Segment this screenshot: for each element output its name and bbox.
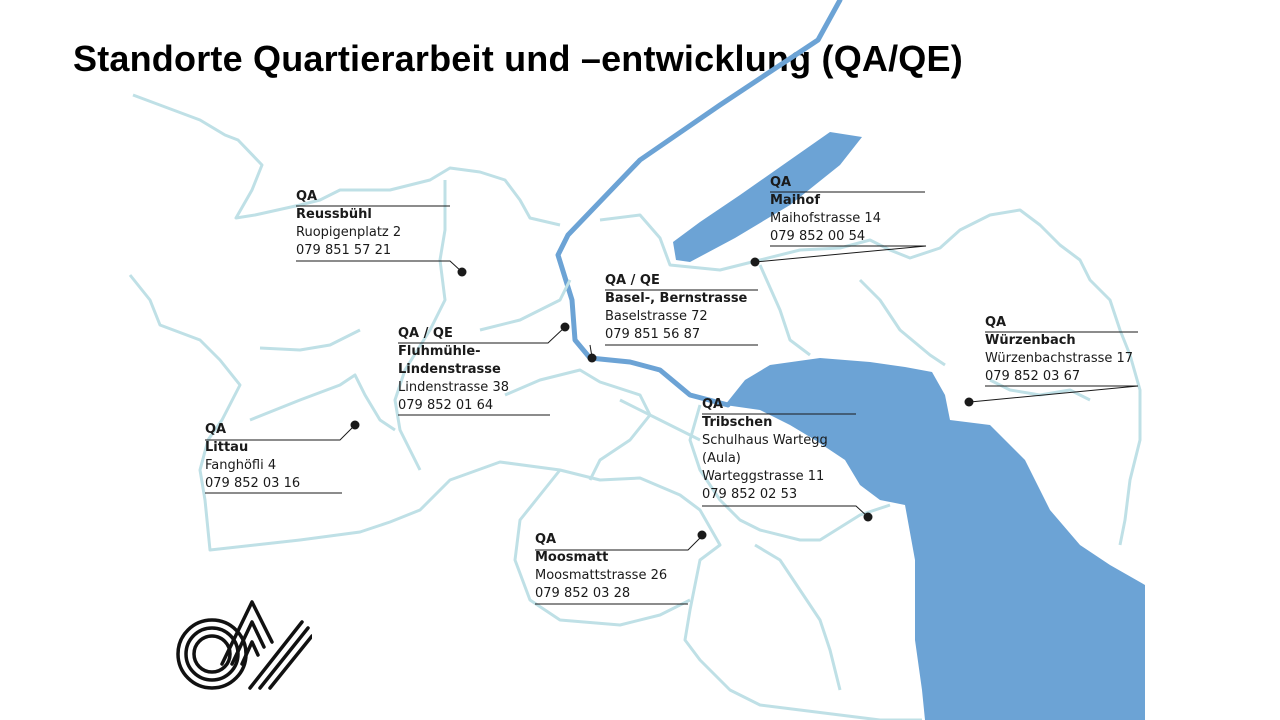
location-marker-moosmatt[interactable] — [697, 530, 707, 540]
location-marker-reussbuehl[interactable] — [457, 267, 467, 277]
leader-lines — [205, 191, 1139, 605]
location-label-wuerzenbach: QA Würzenbach Würzenbachstrasse 17 079 8… — [985, 315, 1134, 384]
location-marker-maihof[interactable] — [750, 257, 760, 267]
location-marker-basel-bernstrasse[interactable] — [587, 353, 597, 363]
location-marker-fluhmuehle[interactable] — [560, 322, 570, 332]
location-label-littau: QA Littau Fanghöfli 4 079 852 03 16 — [205, 422, 301, 491]
location-marker-tribschen[interactable] — [863, 512, 873, 522]
location-label-maihof: QA Maihof Maihofstrasse 14 079 852 00 54 — [770, 175, 881, 244]
rotsee-lake — [673, 132, 862, 262]
location-marker-wuerzenbach[interactable] — [964, 397, 974, 407]
location-label-reussbuehl: QA Reussbühl Ruopigenplatz 2 079 851 57 … — [296, 189, 402, 258]
location-label-fluhmuehle: QA / QE Fluhmühle- Lindenstrasse Lindens… — [398, 326, 509, 413]
location-label-tribschen: QA Tribschen Schulhaus Wartegg (Aula) Wa… — [702, 397, 828, 502]
qa-logo — [176, 600, 312, 690]
location-label-moosmatt: QA Moosmatt Moosmattstrasse 26 079 852 0… — [535, 532, 668, 601]
location-label-basel-bernstrasse: QA / QE Basel-, Bernstrasse Baselstrasse… — [605, 273, 748, 342]
lake-lucerne — [725, 358, 1145, 720]
reuss-river — [555, 0, 843, 408]
district-boundaries — [128, 93, 1142, 720]
location-marker-littau[interactable] — [350, 420, 360, 430]
